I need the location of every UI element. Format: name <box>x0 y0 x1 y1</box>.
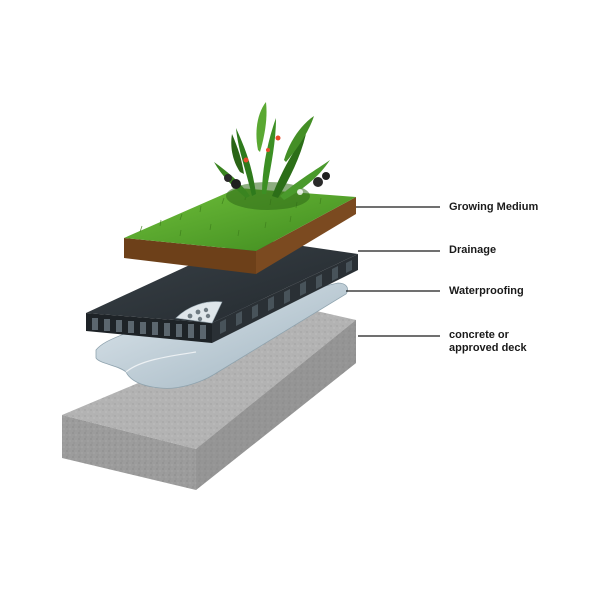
label-waterproofing: Waterproofing <box>449 285 524 298</box>
concrete-deck-layer <box>62 310 356 490</box>
leader-lines <box>346 206 440 337</box>
label-growing-medium-text: Growing Medium <box>449 201 539 213</box>
label-drainage-text: Drainage <box>449 244 497 256</box>
label-waterproofing-text: Waterproofing <box>449 285 524 297</box>
concrete-top-face <box>62 310 356 449</box>
label-deck-line-1: concrete or <box>449 329 509 341</box>
plants-illustration <box>214 102 330 210</box>
label-concrete-deck: concrete or approved deck <box>449 329 527 355</box>
drainage-top-face <box>86 238 358 323</box>
concrete-front-face <box>62 415 196 490</box>
drainage-layer <box>86 238 358 343</box>
soil-side-face <box>256 197 356 274</box>
drainage-side-cups <box>220 260 352 334</box>
soil-front-face <box>124 238 256 274</box>
label-drainage: Drainage <box>449 244 496 257</box>
label-growing-medium: Growing Medium <box>449 201 538 214</box>
label-deck-line-2: approved deck <box>449 342 527 354</box>
drainage-cups <box>92 318 206 339</box>
